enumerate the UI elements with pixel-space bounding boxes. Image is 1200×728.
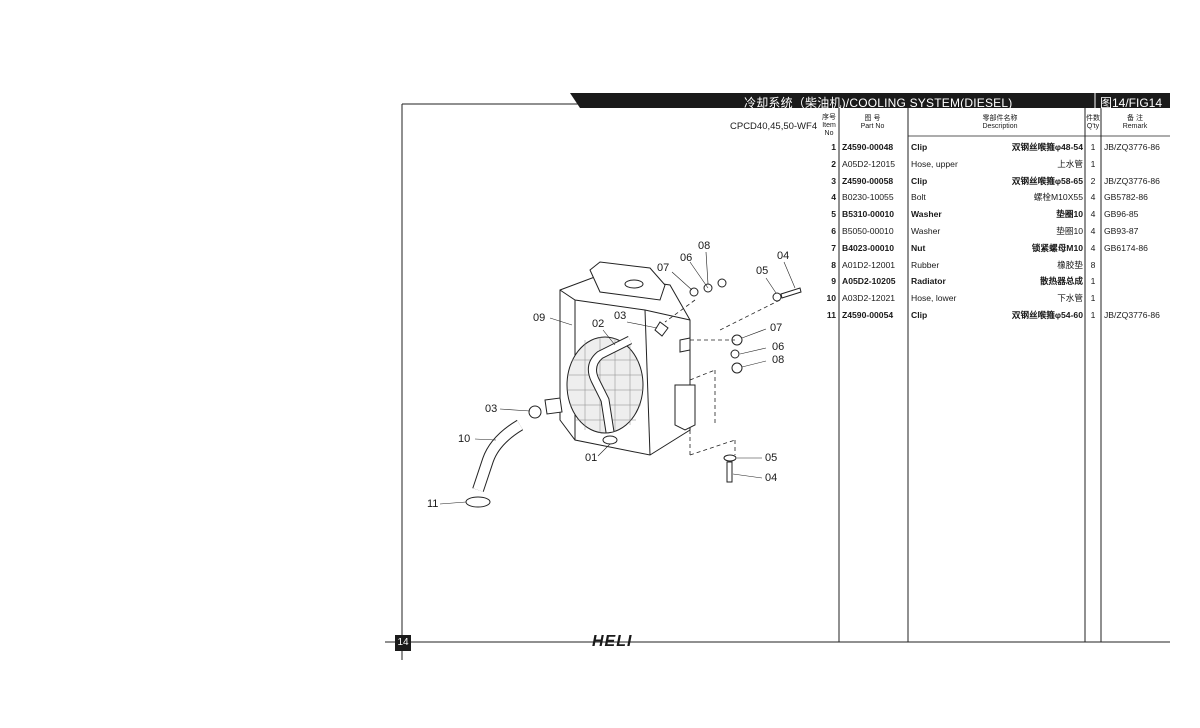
callout-06: 06: [680, 252, 693, 264]
row-part: B5310-00010: [842, 209, 895, 219]
row-desc-cn: 橡胶垫: [1057, 260, 1083, 270]
callout-07: 07: [770, 322, 783, 334]
row-remark: GB5782-86: [1104, 192, 1148, 202]
callout-10: 10: [458, 433, 471, 445]
row-desc-en: Rubber: [911, 260, 940, 270]
callout-08: 08: [698, 240, 711, 252]
row-qty: 4: [1090, 209, 1096, 219]
row-desc-cn: 双钢丝喉箍φ48-54: [1011, 142, 1083, 152]
row-desc-cn: 上水管: [1057, 159, 1083, 169]
row-desc-en: Washer: [911, 209, 942, 219]
row-item: 10: [826, 293, 836, 303]
row-qty: 8: [1090, 260, 1096, 270]
callout-04: 04: [777, 250, 790, 262]
row-desc-en: Clip: [911, 176, 928, 186]
row-part: A03D2-12021: [842, 293, 896, 303]
row-qty: 1: [1090, 310, 1096, 320]
row-part: Z4590-00054: [842, 310, 894, 320]
callout-02: 02: [592, 318, 605, 330]
title-bar-bg: [570, 93, 1170, 108]
row-qty: 1: [1090, 159, 1096, 169]
row-desc-cn: 垫圈10: [1056, 226, 1083, 236]
callout-09: 09: [533, 312, 546, 324]
row-desc-en: Bolt: [911, 192, 926, 202]
row-qty: 1: [1090, 142, 1096, 152]
row-item: 9: [831, 276, 836, 286]
row-item: 6: [831, 226, 836, 236]
row-item: 4: [831, 192, 836, 202]
row-remark: JB/ZQ3776-86: [1104, 142, 1160, 152]
row-qty: 2: [1090, 176, 1096, 186]
row-item: 11: [826, 310, 836, 320]
row-remark: GB6174-86: [1104, 243, 1148, 253]
brand-logo: HELI: [592, 633, 633, 650]
row-qty: 4: [1090, 192, 1096, 202]
row-desc-cn: 锁紧螺母M10: [1031, 243, 1083, 253]
callout-08: 08: [772, 354, 785, 366]
row-item: 8: [831, 260, 836, 270]
callout-03: 03: [614, 310, 627, 322]
row-part: B4023-00010: [842, 243, 895, 253]
row-desc-en: Nut: [911, 243, 926, 253]
callout-05: 05: [756, 265, 769, 277]
callout-03: 03: [485, 403, 498, 415]
row-remark: GB93-87: [1104, 226, 1139, 236]
row-part: A05D2-12015: [842, 159, 896, 169]
hose-clip-11: [465, 496, 491, 508]
row-remark: JB/ZQ3776-86: [1104, 176, 1160, 186]
row-desc-cn: 双钢丝喉箍φ54-60: [1011, 310, 1083, 320]
row-part: B0230-10055: [842, 192, 894, 202]
row-qty: 4: [1090, 243, 1096, 253]
callout-04: 04: [765, 472, 778, 484]
row-desc-cn: 散热器总成: [1040, 276, 1083, 286]
row-desc-en: Clip: [911, 310, 928, 320]
row-desc-en: Clip: [911, 142, 928, 152]
row-desc-en: Hose, lower: [911, 293, 957, 303]
row-desc-en: Washer: [911, 226, 941, 236]
row-part: Z4590-00048: [842, 142, 894, 152]
row-item: 5: [831, 209, 836, 219]
page-number: 14: [395, 635, 411, 651]
row-item: 7: [831, 243, 836, 253]
row-qty: 1: [1090, 276, 1096, 286]
row-desc-cn: 垫圈10: [1056, 209, 1083, 219]
row-item: 2: [831, 159, 836, 169]
row-desc-en: Hose, upper: [911, 159, 958, 169]
row-desc-cn: 螺栓M10X55: [1033, 192, 1083, 202]
row-desc-cn: 下水管: [1057, 293, 1083, 303]
row-item: 3: [831, 176, 836, 186]
row-remark: GB96-85: [1104, 209, 1139, 219]
row-remark: JB/ZQ3776-86: [1104, 310, 1160, 320]
figure-number: 图14/FIG14: [1100, 96, 1163, 110]
callout-06: 06: [772, 341, 785, 353]
row-part: A01D2-12001: [842, 260, 896, 270]
callout-05: 05: [765, 452, 778, 464]
row-item: 1: [831, 142, 836, 152]
row-qty: 1: [1090, 293, 1096, 303]
row-part: Z4590-00058: [842, 176, 894, 186]
row-desc-cn: 双钢丝喉箍φ58-65: [1011, 176, 1083, 186]
callout-01: 01: [585, 452, 598, 464]
page-title: 冷却系统（柴油机)/COOLING SYSTEM(DIESEL): [744, 96, 1013, 110]
row-desc-en: Radiator: [911, 276, 946, 286]
callout-07: 07: [657, 262, 670, 274]
radiator-core: [566, 336, 644, 434]
callout-11: 11: [427, 498, 439, 510]
row-qty: 4: [1090, 226, 1096, 236]
row-part: A05D2-10205: [842, 276, 896, 286]
row-part: B5050-00010: [842, 226, 894, 236]
model-number: CPCD40,45,50-WF4: [730, 121, 818, 132]
